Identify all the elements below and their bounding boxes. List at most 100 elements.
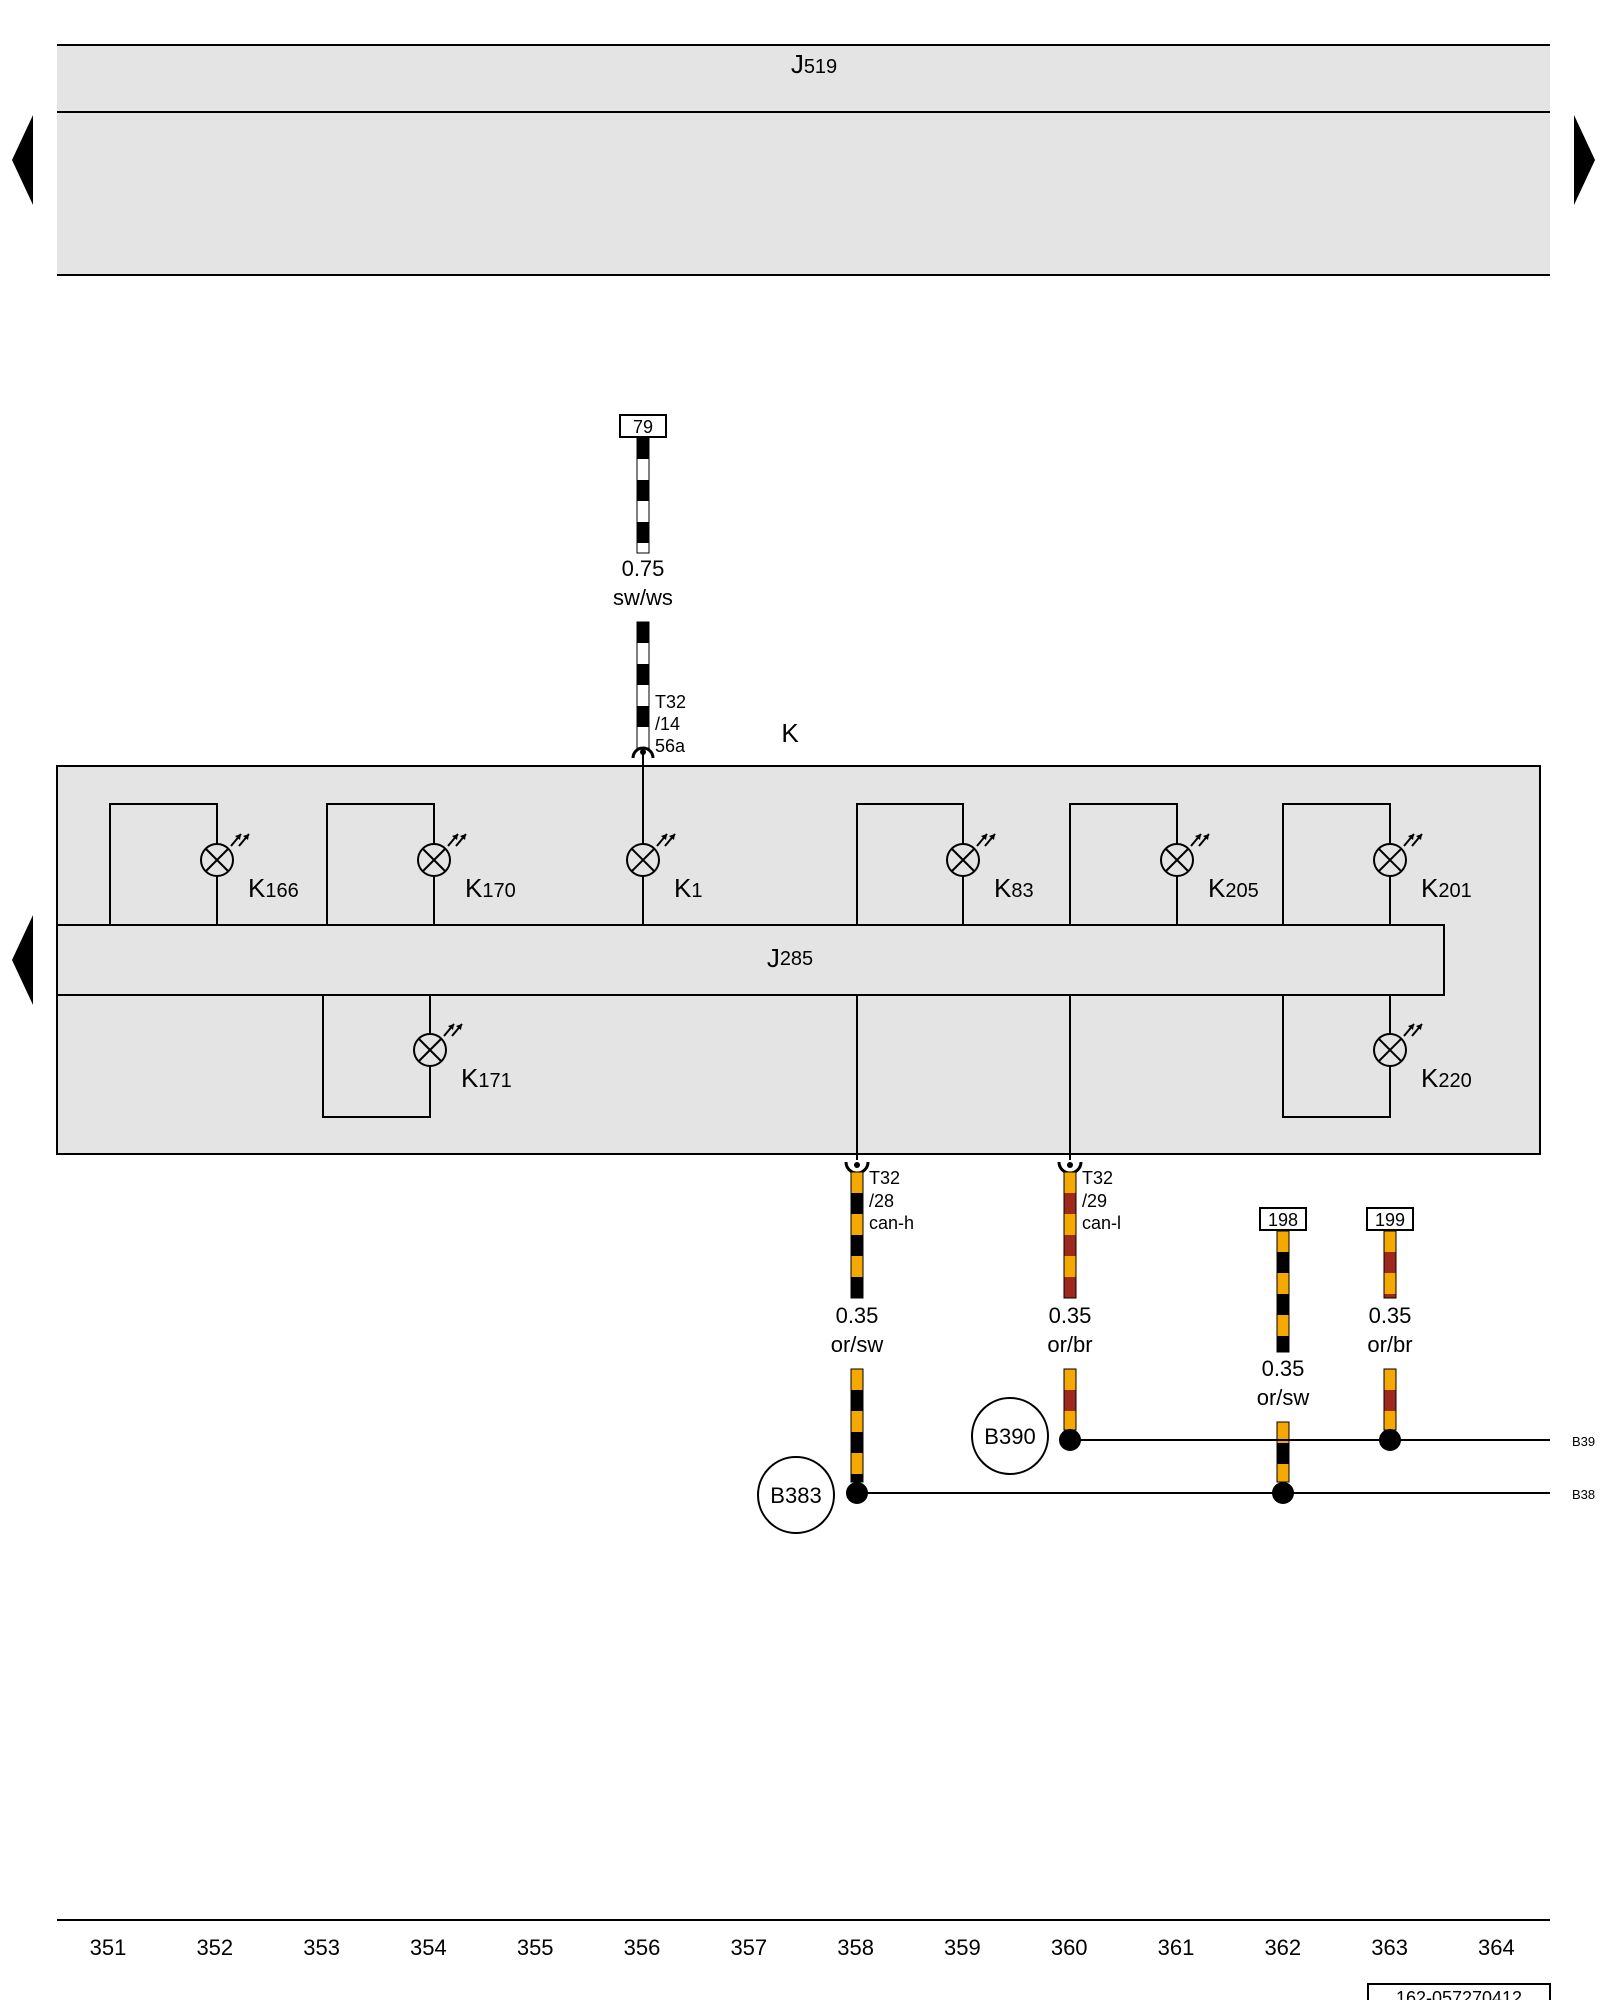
column-number: 355: [517, 1935, 554, 1960]
lamp-k170: K170: [417, 833, 516, 903]
column-numbers: 351 352 353 354 355 356 357 358 359 360 361 362 363 3…: [90, 1935, 1515, 1960]
wire-56a: 79 0.75 sw/ws T32 /14 56a: [613, 414, 686, 759]
module-j519: J519: [57, 44, 1550, 276]
column-number: 352: [196, 1935, 233, 1960]
pin-t32-14-c: 56a: [655, 736, 686, 756]
lamp-label: K171: [461, 1063, 512, 1093]
continue-left-arrow-icon: [12, 115, 33, 205]
pin-t32-28-b: /28: [869, 1191, 894, 1211]
wire-stripe-segment: [850, 1171, 864, 1299]
lamp-label: K83: [994, 873, 1034, 903]
column-number: 354: [410, 1935, 447, 1960]
light-rays-icon: [230, 833, 250, 847]
lamp-label: K170: [465, 873, 516, 903]
connector-t32-14-icon: [631, 746, 655, 759]
light-rays-icon: [447, 833, 467, 847]
lamp-k205: K205: [1160, 833, 1259, 903]
light-rays-icon: [656, 833, 676, 847]
splice-b383-label: B383: [770, 1483, 821, 1508]
wire-199: 199 0.35 or/br: [1366, 1207, 1414, 1431]
wire-198-ref: 198: [1268, 1210, 1298, 1230]
wire-stripe-segment: [1383, 1230, 1397, 1299]
light-rays-icon: [976, 833, 996, 847]
continue-left-arrow-lower-icon: [12, 915, 33, 1005]
pin-t32-28-c: can-h: [869, 1213, 914, 1233]
wire-199-size: 0.35: [1369, 1303, 1412, 1328]
wire-stripe-segment: [850, 1368, 864, 1483]
wire-stripe-segment: [1383, 1368, 1397, 1431]
wire-can-h-size: 0.35: [836, 1303, 879, 1328]
lamp-label: K201: [1421, 873, 1472, 903]
column-number: 363: [1371, 1935, 1408, 1960]
splice-b390-marker: [971, 1397, 1049, 1475]
wire-56a-size: 0.75: [622, 556, 665, 581]
wire-199-color: or/br: [1367, 1332, 1412, 1357]
column-number: 358: [837, 1935, 874, 1960]
cluster-label: K: [781, 718, 799, 748]
pin-t32-29-b: /29: [1082, 1191, 1107, 1211]
light-rays-icon: [443, 1023, 463, 1037]
drawing-code-box: 162-057270412: [1367, 1983, 1551, 2000]
column-number: 364: [1478, 1935, 1515, 1960]
wire-stripe-segment: [1063, 1171, 1077, 1299]
pin-t32-14-b: /14: [655, 714, 680, 734]
wire-can-h: T32 /28 can-h 0.35 or/sw: [831, 1161, 914, 1483]
line-end-upper-label: B39: [1572, 1434, 1595, 1449]
column-number: 360: [1051, 1935, 1088, 1960]
light-rays-icon: [1190, 833, 1210, 847]
column-number: 359: [944, 1935, 981, 1960]
wire-stripe-segment: [636, 621, 650, 749]
splice-dot: [1379, 1429, 1401, 1451]
light-rays-icon: [1403, 1023, 1423, 1037]
wire-stripe-segment: [1276, 1421, 1290, 1483]
pin-t32-29-c: can-l: [1082, 1213, 1121, 1233]
lamps-bottom: K171 K220: [413, 1023, 1472, 1093]
lamp-k1: K1: [626, 833, 702, 903]
pin-t32-14-a: T32: [655, 692, 686, 712]
light-rays-icon: [1403, 833, 1423, 847]
module-j519-label: J519: [791, 49, 837, 79]
wire-199-ref: 199: [1375, 1210, 1405, 1230]
wire-198-color: or/sw: [1257, 1385, 1310, 1410]
lamp-k166: K166: [200, 833, 299, 903]
wire-56a-color: sw/ws: [613, 585, 673, 610]
line-end-lower-label: B38: [1572, 1487, 1595, 1502]
wire-198-size: 0.35: [1262, 1356, 1305, 1381]
drawing-code: 162-057270412: [1396, 1988, 1522, 2000]
wire-stripe-segment: [1063, 1368, 1077, 1431]
lamp-label: K205: [1208, 873, 1259, 903]
column-number: 357: [730, 1935, 767, 1960]
lamp-k171: K171: [413, 1023, 512, 1093]
wire-198: 198 0.35 or/sw: [1257, 1207, 1310, 1483]
column-number: 362: [1264, 1935, 1301, 1960]
wire-can-h-color: or/sw: [831, 1332, 884, 1357]
splice-dot: [1272, 1482, 1294, 1504]
pin-t32-28-a: T32: [869, 1168, 900, 1188]
wire-can-l-color: or/br: [1047, 1332, 1092, 1357]
splice-b383-marker: [757, 1456, 835, 1534]
column-number: 356: [624, 1935, 661, 1960]
continue-right-arrow-icon: [1574, 115, 1595, 205]
lamp-label: K1: [674, 873, 702, 903]
wire-stripe-segment: [636, 437, 650, 554]
lamp-label: K220: [1421, 1063, 1472, 1093]
splice-b390-label: B390: [984, 1424, 1035, 1449]
lamp-k83: K83: [946, 833, 1034, 903]
control-unit-j285: J285: [56, 924, 1445, 996]
lamp-k201: K201: [1373, 833, 1472, 903]
lamp-label: K166: [248, 873, 299, 903]
wire-56a-ref: 79: [633, 417, 653, 437]
wire-can-l-size: 0.35: [1049, 1303, 1092, 1328]
lamp-k220: K220: [1373, 1023, 1472, 1093]
control-unit-j285-label: J285: [767, 943, 813, 973]
pin-t32-29-a: T32: [1082, 1168, 1113, 1188]
column-number: 361: [1158, 1935, 1195, 1960]
column-number: 351: [90, 1935, 127, 1960]
wire-can-l: T32 /29 can-l 0.35 or/br: [1047, 1161, 1121, 1431]
splice-dot: [846, 1482, 868, 1504]
wire-stripe-segment: [1276, 1230, 1290, 1353]
lamps-top: K166 K170 K1 K83 K205 K201: [200, 833, 1472, 903]
splice-dot: [1059, 1429, 1081, 1451]
column-number: 353: [303, 1935, 340, 1960]
